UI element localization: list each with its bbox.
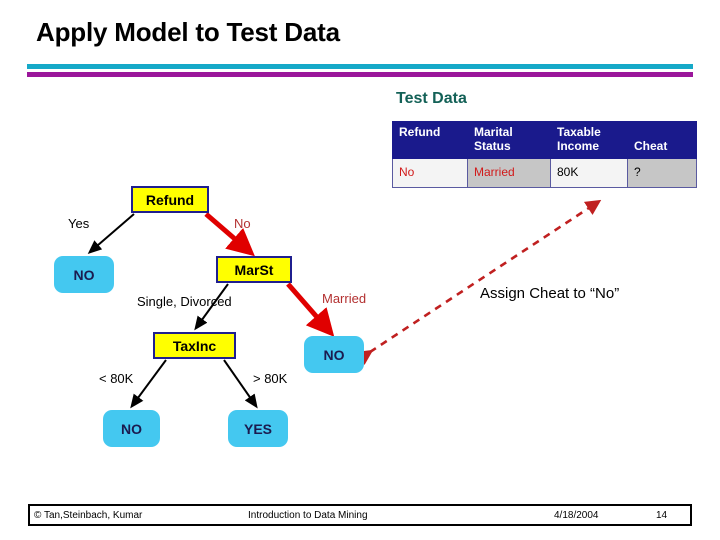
column-header-refund: Refund <box>392 121 468 159</box>
tree-leaf-no-refund[interactable]: NO <box>54 256 114 293</box>
tree-node-marst[interactable]: MarSt <box>216 256 292 283</box>
footer-page-number: 14 <box>656 510 668 521</box>
cell-refund: No <box>392 157 468 188</box>
table-row: No Married 80K ? <box>392 157 697 188</box>
divider-bar-purple <box>27 72 693 77</box>
table-header-row: Refund Marital Status Taxable Income Che… <box>392 121 697 159</box>
edge-label-yes: Yes <box>68 216 90 231</box>
edge-label-gt-80k: > 80K <box>253 371 288 386</box>
annotation-link-dashed <box>355 199 602 365</box>
edge-refund-yes <box>87 213 135 254</box>
tree-leaf-no-low[interactable]: NO <box>103 410 160 447</box>
column-header-taxable-income: Taxable Income <box>550 121 628 159</box>
edge-label-lt-80k: < 80K <box>99 371 134 386</box>
edge-taxinc-gt-80k <box>223 359 258 409</box>
test-data-table: Refund Marital Status Taxable Income Che… <box>392 121 697 188</box>
tree-node-refund[interactable]: Refund <box>131 186 209 213</box>
slide-footer: © Tan,Steinbach, Kumar Introduction to D… <box>28 504 692 526</box>
page-title: Apply Model to Test Data <box>36 17 340 47</box>
tree-leaf-no-married[interactable]: NO <box>304 336 364 373</box>
tree-leaf-yes-high[interactable]: YES <box>228 410 288 447</box>
annotation-assign-cheat: Assign Cheat to “No” <box>480 285 620 302</box>
edge-label-no: No <box>234 216 251 231</box>
edge-label-married: Married <box>322 291 367 306</box>
test-data-caption: Test Data <box>396 90 467 107</box>
cell-cheat: ? <box>627 157 697 188</box>
column-header-cheat: Cheat <box>627 121 697 159</box>
edge-label-single-divorced: Single, Divorced <box>137 294 232 309</box>
divider-bar-cyan <box>27 64 693 69</box>
tree-node-taxinc[interactable]: TaxInc <box>153 332 236 359</box>
column-header-marital-status: Marital Status <box>467 121 551 159</box>
cell-taxable-income: 80K <box>550 157 628 188</box>
footer-course: Introduction to Data Mining <box>248 510 368 521</box>
footer-date: 4/18/2004 <box>554 510 599 521</box>
footer-credit: © Tan,Steinbach, Kumar <box>34 510 143 521</box>
edge-taxinc-lt-80k <box>130 359 167 409</box>
cell-marital-status: Married <box>467 157 551 188</box>
